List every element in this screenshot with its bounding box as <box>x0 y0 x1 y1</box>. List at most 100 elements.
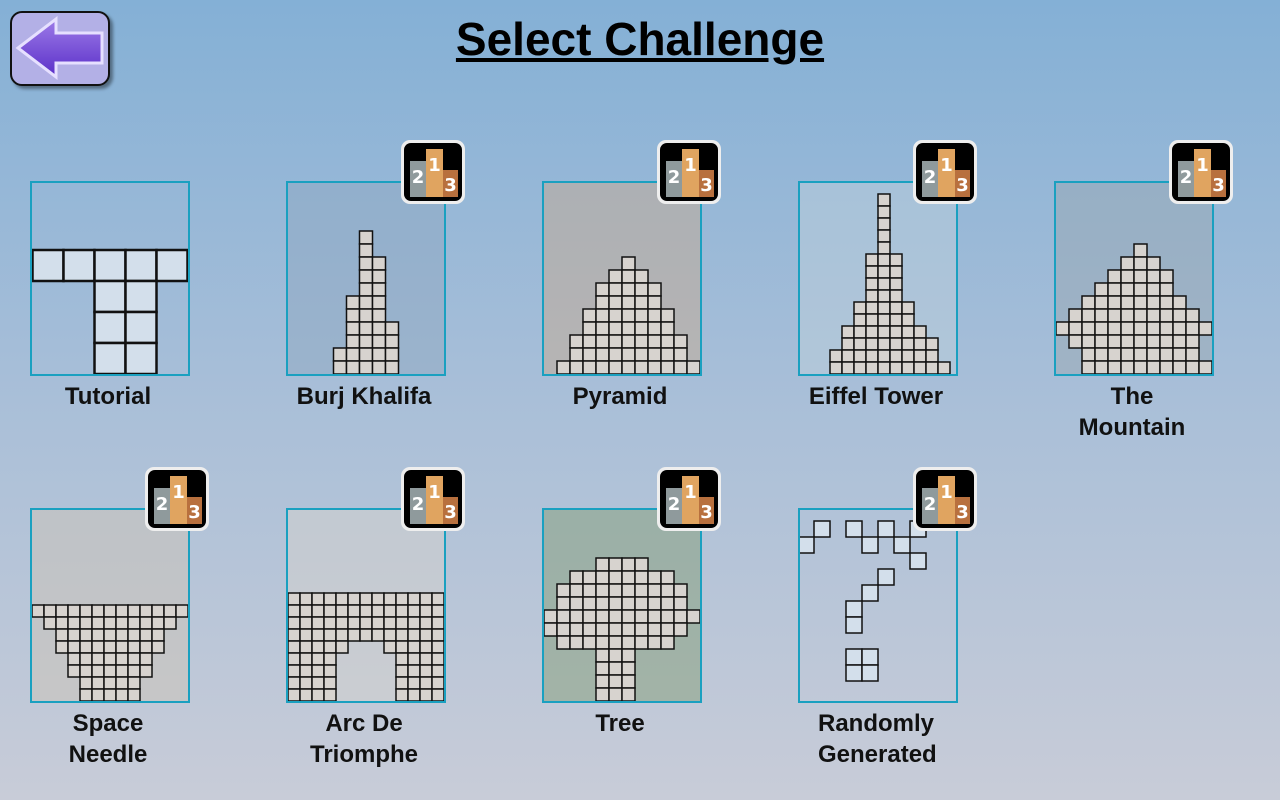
block <box>79 640 93 654</box>
block <box>608 334 623 349</box>
block <box>1172 360 1187 374</box>
block <box>1068 334 1083 349</box>
block <box>335 616 349 630</box>
challenge-thumbnail[interactable] <box>30 508 190 703</box>
block <box>569 596 584 611</box>
challenge-preview-image <box>800 520 927 682</box>
block <box>151 628 165 642</box>
svg-text:2: 2 <box>412 494 425 515</box>
leaderboard-button[interactable]: 2 1 3 <box>401 140 465 204</box>
block <box>889 337 903 351</box>
block <box>345 295 361 310</box>
block <box>347 616 361 630</box>
block <box>608 622 623 637</box>
svg-text:1: 1 <box>940 482 953 503</box>
block <box>311 652 325 666</box>
challenge-preview-image <box>544 183 700 374</box>
leaderboard-button[interactable]: 2 1 3 <box>913 467 977 531</box>
block <box>608 661 623 676</box>
block <box>407 592 421 606</box>
svg-text:3: 3 <box>956 502 969 523</box>
leaderboard-button[interactable]: 2 1 3 <box>401 467 465 531</box>
block <box>845 520 863 538</box>
block <box>103 640 117 654</box>
block <box>889 289 903 303</box>
block <box>323 640 337 654</box>
block <box>1146 360 1161 374</box>
block <box>1159 282 1174 297</box>
leaderboard-button[interactable]: 2 1 3 <box>1169 140 1233 204</box>
block <box>358 321 374 336</box>
block <box>608 570 623 585</box>
block <box>115 604 129 618</box>
block <box>865 325 879 339</box>
leaderboard-button[interactable]: 2 1 3 <box>913 140 977 204</box>
challenge-thumbnail[interactable] <box>30 181 190 376</box>
block <box>124 279 158 314</box>
block <box>395 604 409 618</box>
leaderboard-button[interactable]: 2 1 3 <box>657 140 721 204</box>
block <box>335 604 349 618</box>
block <box>345 308 361 323</box>
block <box>139 664 153 678</box>
block <box>407 664 421 678</box>
block <box>299 676 313 690</box>
block <box>345 321 361 336</box>
block <box>877 361 891 374</box>
block <box>358 347 374 362</box>
block <box>431 652 444 666</box>
block <box>595 295 610 310</box>
challenge-thumbnail[interactable] <box>542 508 702 703</box>
block <box>829 361 843 374</box>
block <box>347 592 361 606</box>
block <box>660 308 675 323</box>
block <box>845 600 863 618</box>
block <box>1133 334 1148 349</box>
block <box>371 592 385 606</box>
block <box>139 640 153 654</box>
block <box>621 334 636 349</box>
block <box>582 596 597 611</box>
block <box>673 622 688 637</box>
block <box>395 592 409 606</box>
block <box>175 604 188 618</box>
block <box>1159 295 1174 310</box>
leaderboard-button[interactable]: 2 1 3 <box>657 467 721 531</box>
block <box>299 604 313 618</box>
block <box>335 628 349 642</box>
challenge-thumbnail[interactable] <box>286 181 446 376</box>
block <box>608 583 623 598</box>
leaderboard-button[interactable]: 2 1 3 <box>145 467 209 531</box>
challenge-thumbnail[interactable] <box>798 181 958 376</box>
challenge-thumbnail[interactable] <box>542 181 702 376</box>
block <box>1056 321 1070 336</box>
block <box>621 609 636 624</box>
challenge-thumbnail[interactable] <box>1054 181 1214 376</box>
back-button[interactable] <box>10 11 110 86</box>
block <box>877 205 891 219</box>
block <box>865 277 879 291</box>
block <box>91 616 105 630</box>
challenge-thumbnail[interactable] <box>798 508 958 703</box>
block <box>371 256 387 271</box>
block <box>67 628 81 642</box>
challenge-thumbnail[interactable] <box>286 508 446 703</box>
block <box>634 334 649 349</box>
challenge-preview-image <box>1056 183 1212 374</box>
block <box>431 616 444 630</box>
block <box>595 648 610 663</box>
block <box>431 676 444 690</box>
block <box>909 552 927 570</box>
challenge-card[interactable]: Tutorial <box>0 140 256 440</box>
block <box>32 248 65 283</box>
block <box>901 361 915 374</box>
challenge-preview-image <box>544 510 700 701</box>
